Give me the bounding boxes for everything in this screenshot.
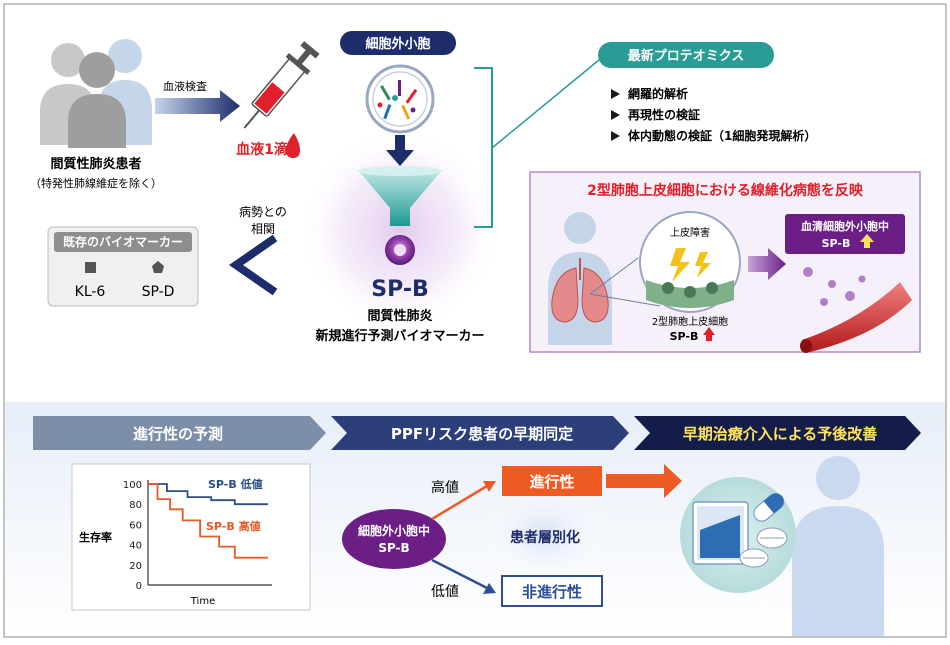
lightning-icon bbox=[695, 252, 711, 278]
lung-body-icon bbox=[548, 212, 612, 345]
marker-kl6: KL-6 bbox=[75, 284, 106, 300]
progressive-label: 進行性 bbox=[529, 473, 574, 491]
stratify-center-ellipse bbox=[342, 509, 446, 569]
y-tick-label: 0 bbox=[136, 581, 142, 592]
spb-line1: 間質性肺炎 bbox=[367, 308, 432, 324]
stratify-center-line1: 細胞外小胞中 bbox=[358, 523, 430, 538]
pentagon-marker-icon bbox=[152, 261, 164, 273]
low-branch-line bbox=[431, 558, 488, 590]
nonprogressive-box bbox=[501, 575, 603, 607]
ev-badge bbox=[340, 31, 456, 55]
extracellular-vesicle-icon bbox=[365, 64, 435, 134]
progressive-box bbox=[502, 466, 602, 496]
y-tick-label: 20 bbox=[129, 561, 142, 572]
step-banner-2 bbox=[331, 416, 629, 450]
list-arrow-icon bbox=[611, 110, 620, 120]
series-label-2: SP-B 高値 bbox=[206, 519, 261, 533]
y-tick-label: 60 bbox=[129, 520, 142, 531]
survival-chart: 100 80 60 40 20 0 SP-B 低値 SP-B 高値 bbox=[123, 477, 272, 592]
blood-vessel-icon bbox=[800, 267, 912, 353]
cell-label: 2型肺胞上皮細胞 bbox=[652, 315, 728, 328]
outcome-arrow bbox=[606, 464, 682, 498]
high-branch-arrowhead bbox=[483, 481, 496, 492]
patient-figure-icon bbox=[792, 456, 884, 636]
series-label-1: SP-B 低値 bbox=[208, 477, 263, 491]
spb-line2: 新規進行予測バイオマーカー bbox=[315, 328, 484, 344]
high-branch-line bbox=[431, 484, 488, 521]
series-line-1 bbox=[148, 483, 268, 506]
serum-line1: 血清細胞外小胞中 bbox=[801, 219, 889, 233]
blood-drop-icon bbox=[286, 133, 300, 158]
step-3-label: 早期治療介入による予後改善 bbox=[683, 425, 878, 443]
mechanism-title: 2型肺胞上皮細胞における線維化病態を反映 bbox=[587, 182, 864, 199]
syringe-icon bbox=[243, 41, 320, 129]
injury-label: 上皮障害 bbox=[670, 226, 710, 239]
proteomics-item-1: 網羅的解析 bbox=[628, 86, 688, 101]
zoom-line bbox=[589, 257, 639, 295]
square-marker-icon bbox=[85, 262, 96, 273]
serum-line2: SP-B bbox=[822, 237, 851, 250]
survival-chart-panel bbox=[71, 463, 311, 611]
step-2-label: PPFリスク患者の早期同定 bbox=[391, 425, 573, 443]
blood-test-arrow bbox=[155, 90, 240, 122]
step-banner-3 bbox=[634, 416, 921, 450]
list-arrow-icon bbox=[611, 131, 620, 141]
list-arrow-icon bbox=[611, 89, 620, 99]
correlation-line1: 病勢との bbox=[239, 204, 287, 219]
up-arrow-red-icon bbox=[703, 327, 715, 341]
high-label: 高値 bbox=[431, 479, 459, 496]
stratify-glow bbox=[479, 484, 611, 584]
step-banner-1 bbox=[33, 416, 326, 450]
proteomics-item-3: 体内動態の検証（1細胞発現解析） bbox=[628, 128, 816, 143]
ev-badge-label: 細胞外小胞 bbox=[365, 36, 430, 52]
marker-spd: SP-D bbox=[142, 284, 175, 300]
proteomics-badge bbox=[598, 42, 774, 68]
existing-biomarker-title: 既存のバイオマーカー bbox=[63, 234, 183, 249]
funnel-icon bbox=[358, 170, 442, 226]
patient-label: 間質性肺炎患者 bbox=[50, 156, 141, 172]
zoom-line bbox=[589, 293, 661, 307]
y-tick-label: 100 bbox=[123, 480, 142, 491]
correlation-line2: 相関 bbox=[251, 222, 275, 236]
up-arrow-yellow-icon bbox=[860, 234, 874, 248]
lightning-icon bbox=[670, 248, 690, 282]
blood-drop-label: 血液1滴 bbox=[236, 141, 288, 158]
existing-biomarker-title-bar bbox=[54, 232, 192, 252]
low-label: 低値 bbox=[431, 584, 459, 600]
serum-badge bbox=[785, 214, 905, 254]
proteomics-badge-label: 最新プロテオミクス bbox=[628, 48, 745, 64]
nonprogressive-label: 非進行性 bbox=[522, 583, 582, 601]
blood-test-label: 血液検査 bbox=[163, 79, 207, 93]
patient-note: （特発性肺線維症を除く） bbox=[30, 176, 162, 190]
series-line-2 bbox=[148, 483, 268, 559]
stratify-center-line2: SP-B bbox=[378, 541, 409, 555]
alveolar-cell-icon bbox=[639, 211, 741, 313]
down-arrow-icon bbox=[386, 135, 414, 166]
low-branch-arrowhead bbox=[483, 583, 496, 594]
proteomics-connector bbox=[491, 54, 606, 149]
center-glow bbox=[300, 130, 500, 330]
cell-spb: SP-B bbox=[670, 330, 699, 343]
chart-xlabel: Time bbox=[190, 596, 215, 607]
mechanism-arrow bbox=[748, 248, 786, 280]
proteomics-list: 網羅的解析 再現性の検証 体内動態の検証（1細胞発現解析） bbox=[611, 86, 816, 143]
patient-silhouette-icon bbox=[40, 39, 152, 148]
medicine-icon bbox=[692, 492, 788, 568]
proteomics-item-2: 再現性の検証 bbox=[628, 107, 700, 122]
correlation-chevron-icon bbox=[228, 234, 278, 296]
step-1-label: 進行性の予測 bbox=[133, 425, 223, 443]
chart-ylabel: 生存率 bbox=[79, 530, 112, 544]
spb-name: SP-B bbox=[371, 277, 428, 302]
y-tick-label: 40 bbox=[129, 541, 142, 552]
stratify-label: 患者層別化 bbox=[510, 529, 580, 546]
y-tick-label: 80 bbox=[129, 500, 142, 511]
